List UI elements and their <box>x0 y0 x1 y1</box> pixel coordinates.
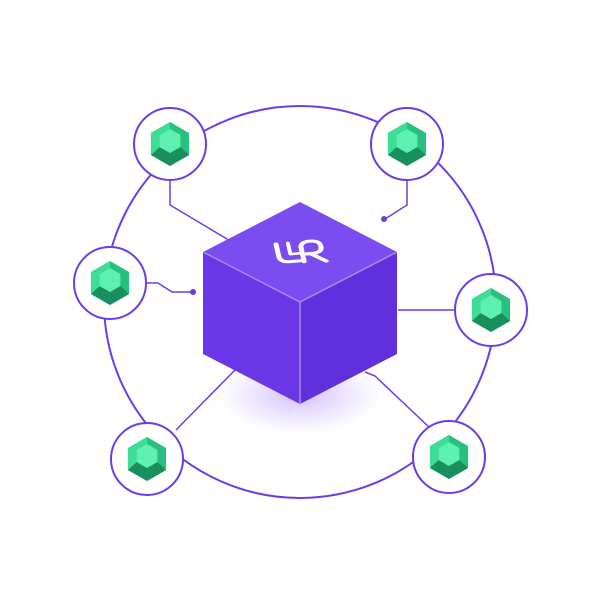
node-left <box>73 246 147 320</box>
hexagon-gem-icon <box>127 437 167 481</box>
gem-top-facet <box>396 129 418 153</box>
gem-bottom-facet <box>90 286 130 305</box>
hexagon-gem-icon <box>471 288 511 332</box>
connector-lines <box>147 180 455 431</box>
node-top-right <box>370 107 444 181</box>
gem-bottom-facet <box>387 147 427 166</box>
gem-left-facet <box>150 122 170 155</box>
hexagon-gem-icon <box>387 122 427 166</box>
gem-bottom-facet <box>429 460 469 479</box>
gem-top-facet <box>136 444 158 468</box>
connector-top-right <box>384 180 408 220</box>
gem-bottom-facet <box>150 147 190 166</box>
gem-left-facet <box>90 261 110 294</box>
satellite-nodes <box>73 107 528 496</box>
gem-bottom-facet <box>127 462 167 481</box>
connector-top-left <box>169 180 233 243</box>
node-bottom-right <box>412 420 486 494</box>
lp-logo-icon <box>273 239 329 264</box>
hexagon-gem-icon <box>429 435 469 479</box>
gem-left-facet <box>429 435 449 468</box>
node-right <box>454 273 528 347</box>
connector-left <box>147 282 192 293</box>
gem-left-facet <box>471 288 491 321</box>
connector-bottom-left <box>175 369 236 431</box>
connector-bottom-right <box>364 371 431 429</box>
node-top-left <box>133 107 207 181</box>
hexagon-gem-icon <box>90 261 130 305</box>
central-cube <box>202 202 398 404</box>
gem-top-facet <box>438 442 460 466</box>
gem-left-facet <box>127 437 147 470</box>
gem-bottom-facet <box>471 313 511 332</box>
gem-top-facet <box>159 129 181 153</box>
gem-top-facet <box>99 268 121 292</box>
connector-dot-top-right <box>381 216 387 222</box>
gem-top-facet <box>480 295 502 319</box>
connector-dot-left <box>190 289 196 295</box>
hexagon-gem-icon <box>150 122 190 166</box>
node-bottom-left <box>110 422 184 496</box>
gem-left-facet <box>387 122 407 155</box>
